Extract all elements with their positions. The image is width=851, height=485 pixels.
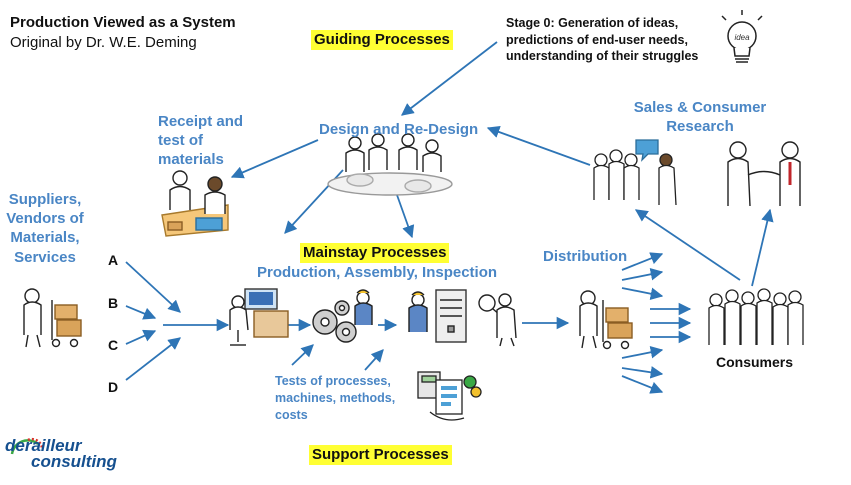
mainstay-processes-header: Mainstay Processes [300, 243, 450, 263]
suppliers-label-line-3: Materials, [10, 229, 80, 247]
flow-arrows [125, 41, 774, 394]
receipt-label: Receipt and test of materials [158, 113, 243, 169]
technician-server-illustration [408, 289, 467, 343]
arrow-consumers-to-sales [751, 208, 774, 287]
sales-research-label-line-2: Research [666, 117, 734, 135]
computer-worker-illustration [229, 288, 289, 346]
production-label: Production, Assembly, Inspection [257, 264, 498, 281]
receipt-label-line-2: test of [158, 131, 203, 149]
handshake-illustration [727, 141, 801, 207]
tests-illustration [417, 371, 482, 421]
arrow-dist-fan-3 [621, 287, 664, 300]
receipt-illustration [161, 170, 229, 237]
consumers-crowd-illustration [708, 288, 804, 345]
stage0-line-2: predictions of end-user needs, [506, 32, 688, 47]
input-label-d: D [108, 379, 119, 395]
consumers-label: Consumers [716, 354, 794, 370]
page-subtitle: Original by Dr. W.E. Deming [10, 34, 197, 51]
sales-research-label: Sales & Consumer Research [625, 99, 775, 137]
support-processes-header: Support Processes [309, 445, 452, 465]
brand-logo: derailleur consulting [5, 436, 117, 472]
receipt-label-line-3: materials [158, 150, 224, 168]
arrow-dist-fan-9 [621, 375, 664, 394]
stage0-text: Stage 0: Generation of ideas, prediction… [506, 15, 698, 65]
tests-label-line-3: costs [275, 407, 308, 422]
receipt-label-line-1: Receipt and [158, 113, 244, 130]
guiding-processes-header: Guiding Processes [311, 30, 453, 50]
sales-research-group-illustration [593, 139, 677, 206]
suppliers-label-line-1: Suppliers, [8, 191, 82, 208]
input-label-b: B [108, 295, 119, 311]
gears-illustration [312, 289, 373, 343]
input-label-c: C [108, 337, 119, 353]
input-label-a: A [108, 252, 119, 268]
design-redesign-label: Design and Re-Design [319, 121, 479, 138]
arrow-dist-fan-2 [621, 268, 664, 281]
arrow-input-a [125, 261, 181, 313]
tests-label-line-2: machines, methods, [275, 390, 396, 405]
lightbulb-icon: idea [721, 10, 763, 63]
arrow-stage0-to-design [401, 41, 498, 116]
derailleur-logo-icon [10, 437, 44, 455]
stage0-line-1: Stage 0: Generation of ideas, [506, 16, 679, 30]
arrow-dist-fan-8 [621, 366, 664, 379]
distribution-label: Distribution [543, 248, 628, 265]
arrow-tests-2 [364, 349, 384, 371]
brand-logo-line-1: derailleur [5, 436, 82, 455]
tests-label-line-1: Tests of processes, [275, 374, 391, 388]
page-title: Production Viewed as a System [10, 14, 236, 31]
suppliers-label-line-4: Services [14, 248, 76, 266]
tests-label: Tests of processes, machines, methods, c… [275, 373, 395, 424]
arrow-input-c [125, 329, 157, 345]
arrow-input-b [125, 305, 157, 320]
arrow-design-to-receipt [230, 139, 319, 179]
arrow-dist-fan-1 [621, 252, 664, 271]
arrow-consumers-to-sales-research [634, 209, 741, 281]
inspector-illustration [478, 293, 517, 347]
suppliers-label-line-2: Vendors of [6, 210, 84, 228]
arrow-design-to-mainstay [396, 194, 415, 239]
arrow-input-d [125, 337, 181, 381]
arrow-sales-to-design [486, 125, 591, 166]
distribution-illustration [579, 290, 633, 350]
brand-logo-line-2: consulting [31, 452, 117, 472]
arrow-dist-fan-7 [621, 346, 664, 359]
suppliers-label: Suppliers, Vendors of Materials, Service… [4, 190, 86, 267]
arrow-tests-1 [291, 344, 314, 366]
supplier-illustration [23, 288, 82, 348]
lightbulb-text: idea [734, 33, 750, 42]
design-team-illustration [327, 133, 453, 196]
sales-research-label-line-1: Sales & Consumer [633, 99, 767, 116]
stage0-line-3: understanding of their struggles [506, 49, 699, 64]
